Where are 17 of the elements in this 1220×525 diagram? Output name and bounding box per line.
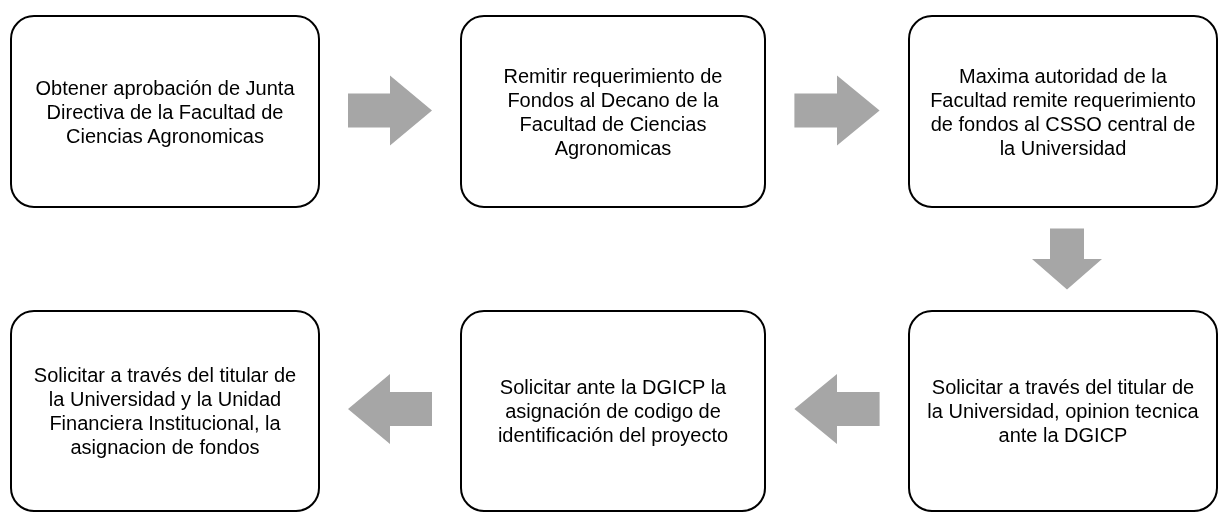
- step-text: Obtener aprobación de Junta Directiva de la Facultad de Ciencias Agronomicas: [34, 75, 296, 148]
- step-text: Solicitar ante la DGICP la asignación de codigo de identificación del proyecto: [496, 375, 730, 447]
- block-arrow: [794, 75, 880, 146]
- process-box: [10, 15, 320, 208]
- step-text: Maxima autoridad de la Facultad remite requerimiento de fondos al CSSO central de la Universidad: [929, 63, 1197, 160]
- step-text: Solicitar a través del titular de la Universidad y la Unidad Financiera Institucional, la asignacion de fondos: [32, 363, 298, 459]
- process-box: [460, 310, 766, 512]
- block-arrow: [794, 374, 880, 444]
- process-box: [908, 310, 1218, 512]
- block-arrow: [348, 75, 432, 146]
- process-box: [908, 15, 1218, 208]
- process-box: [10, 310, 320, 512]
- block-arrow: [1032, 228, 1102, 290]
- process-box: [460, 15, 766, 208]
- step-text: Remitir requerimiento de Fondos al Decano de la Facultad de Ciencias Agronomicas: [502, 63, 724, 160]
- block-arrow: [348, 374, 432, 444]
- step-text: Solicitar a través del titular de la Universidad, opinion tecnica ante la DGICP: [926, 375, 1200, 447]
